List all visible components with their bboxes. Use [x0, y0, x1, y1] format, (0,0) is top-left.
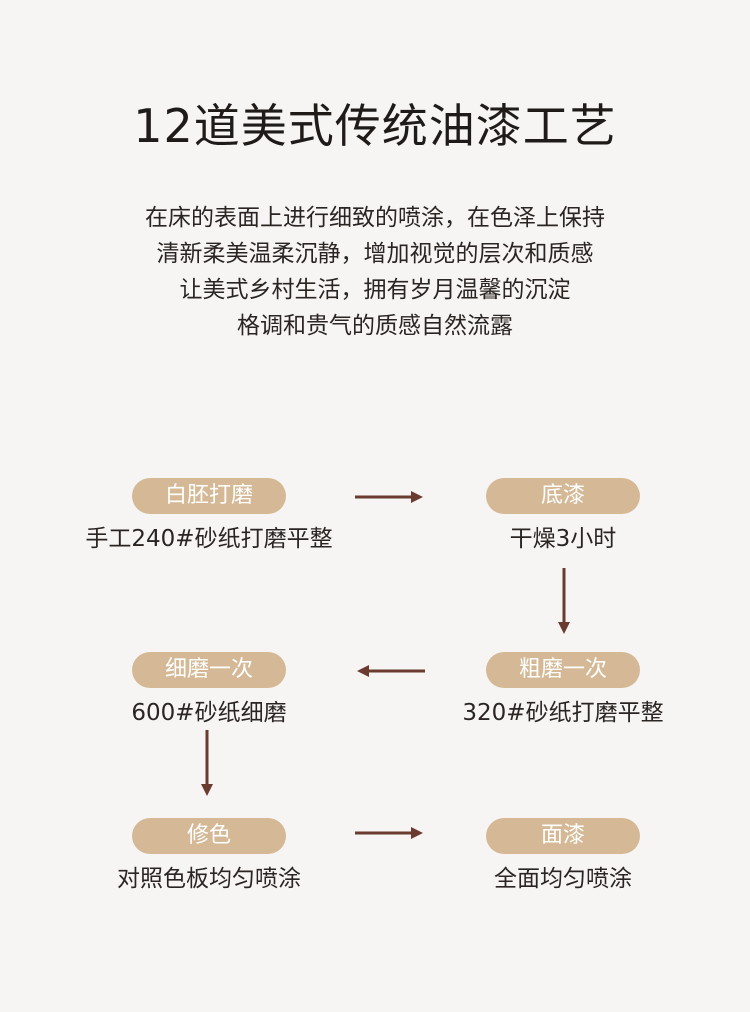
step-rough-sanding: 粗磨一次 320#砂纸打磨平整 — [413, 652, 713, 728]
step-label-pill: 粗磨一次 — [486, 652, 640, 688]
intro-line: 在床的表面上进行细致的喷涂，在色泽上保持 — [145, 205, 605, 231]
step-description: 手工240#砂纸打磨平整 — [85, 526, 333, 552]
step-fine-sanding: 细磨一次 600#砂纸细磨 — [59, 652, 359, 728]
intro-line: 格调和贵气的质感自然流露 — [237, 313, 513, 339]
step-color-correction: 修色 对照色板均匀喷涂 — [59, 818, 359, 894]
page-title: 12道美式传统油漆工艺 — [133, 99, 617, 153]
step-label-pill: 白胚打磨 — [132, 478, 286, 514]
arrow-down-icon — [200, 730, 214, 798]
intro-line: 清新柔美温柔沉静，增加视觉的层次和质感 — [156, 241, 594, 267]
intro-text: 在床的表面上进行细致的喷涂，在色泽上保持 清新柔美温柔沉静，增加视觉的层次和质感… — [0, 200, 750, 344]
step-topcoat: 面漆 全面均匀喷涂 — [413, 818, 713, 894]
arrow-down-icon — [557, 568, 571, 636]
arrow-left-icon — [355, 664, 425, 678]
step-white-blank-sanding: 白胚打磨 手工240#砂纸打磨平整 — [59, 478, 359, 554]
step-label-pill: 底漆 — [486, 478, 640, 514]
arrow-right-icon — [355, 490, 425, 504]
arrow-right-icon — [355, 826, 425, 840]
step-description: 600#砂纸细磨 — [131, 700, 287, 726]
step-description: 全面均匀喷涂 — [494, 866, 632, 892]
step-description: 干燥3小时 — [509, 526, 617, 552]
step-primer: 底漆 干燥3小时 — [413, 478, 713, 554]
step-label-pill: 面漆 — [486, 818, 640, 854]
step-description: 对照色板均匀喷涂 — [117, 866, 301, 892]
step-description: 320#砂纸打磨平整 — [462, 700, 664, 726]
step-label-pill: 细磨一次 — [132, 652, 286, 688]
step-label-pill: 修色 — [132, 818, 286, 854]
intro-line: 让美式乡村生活，拥有岁月温馨的沉淀 — [179, 277, 571, 303]
